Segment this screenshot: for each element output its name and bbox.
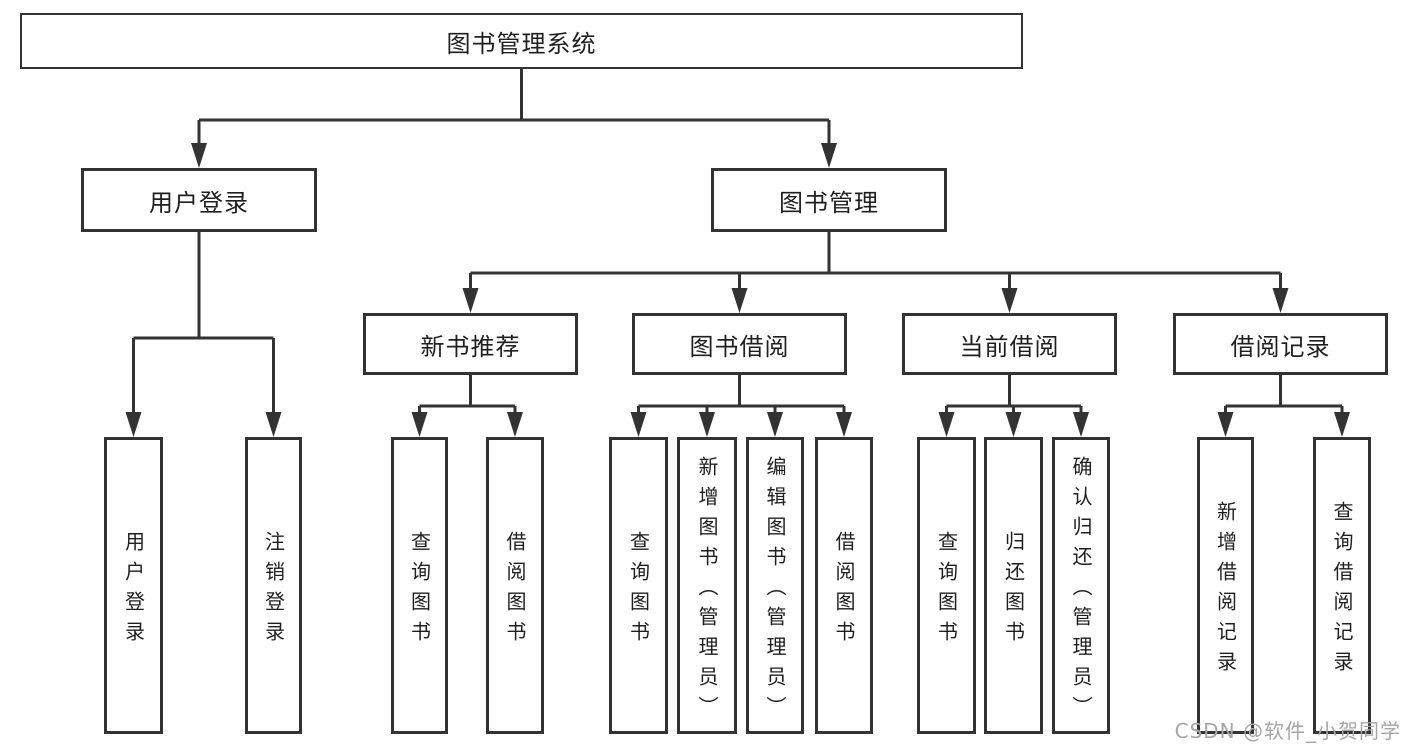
leaf-logout: 注销登录 (245, 437, 302, 734)
leaf-label: 归还图书 (1001, 530, 1026, 651)
leaf-label: 确认归还（管理员） (1069, 455, 1093, 726)
leaf-add-borrow-record: 新增借阅记录 (1197, 437, 1254, 734)
node-new-book-recommend: 新书推荐 (363, 313, 578, 375)
leaf-user-login: 用户登录 (104, 437, 163, 734)
leaf-borrow-query-books: 查询图书 (609, 437, 668, 734)
connector-root-to-level2 (191, 69, 837, 168)
leaf-current-query-books: 查询图书 (917, 437, 976, 734)
leaf-borrow-books: 借阅图书 (815, 437, 873, 734)
leaf-label: 借阅图书 (503, 530, 527, 651)
leaf-label: 查询借阅记录 (1330, 500, 1354, 681)
leaf-label: 查询图书 (934, 530, 959, 651)
node-library-system: 图书管理系统 (20, 13, 1023, 69)
csdn-watermark: CSDN @软件_小贺同学 (1174, 719, 1401, 743)
connector-user-login-children (125, 232, 282, 437)
leaf-newbook-borrow-books: 借阅图书 (486, 437, 544, 734)
leaf-label: 注销登录 (261, 530, 286, 651)
leaf-confirm-return-admin: 确认归还（管理员） (1052, 437, 1110, 734)
leaf-label: 查询图书 (407, 530, 432, 651)
leaf-label: 编辑图书（管理员） (763, 455, 787, 726)
leaf-return-books: 归还图书 (984, 437, 1043, 734)
node-borrow-records: 借阅记录 (1173, 313, 1388, 375)
leaf-edit-books-admin: 编辑图书（管理员） (746, 437, 804, 734)
connector-new-book-children (411, 375, 523, 437)
leaf-label: 新增借阅记录 (1213, 500, 1238, 681)
node-book-management: 图书管理 (711, 168, 947, 232)
leaf-label: 借阅图书 (832, 530, 856, 651)
connector-current-borrow-children (938, 375, 1089, 437)
connector-borrow-record-children (1217, 375, 1350, 437)
node-book-borrowing: 图书借阅 (632, 313, 847, 375)
node-current-borrowing: 当前借阅 (902, 313, 1117, 375)
leaf-query-borrow-record: 查询借阅记录 (1313, 437, 1371, 734)
leaf-label: 用户登录 (121, 530, 146, 651)
connector-book-borrow-children (630, 375, 852, 437)
leaf-label: 新增图书（管理员） (695, 455, 719, 726)
leaf-add-books-admin: 新增图书（管理员） (677, 437, 737, 734)
leaf-newbook-query-books: 查询图书 (391, 437, 448, 734)
connector-book-mgmt-children (462, 232, 1289, 313)
node-user-login: 用户登录 (81, 168, 317, 232)
leaf-label: 查询图书 (626, 530, 651, 651)
